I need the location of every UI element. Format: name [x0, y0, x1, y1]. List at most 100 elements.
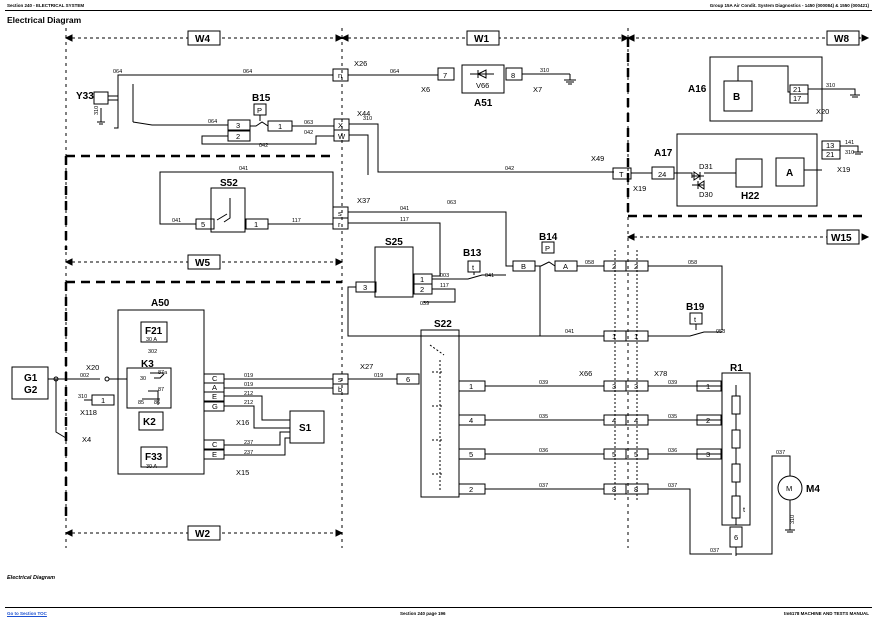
pin-17: 17	[793, 94, 801, 103]
pin-s-x27: s	[338, 375, 342, 384]
label-s1: S1	[299, 423, 312, 434]
wire-212-a: 212	[244, 391, 253, 397]
pin-b14-b: B	[521, 262, 526, 271]
wire-302: 302	[148, 349, 157, 355]
label-f21: F21	[145, 326, 163, 337]
pin-a50-c2: C	[212, 440, 218, 449]
wire-037-d: 037	[776, 450, 785, 456]
pin-b14-a: A	[563, 262, 568, 271]
pin-s: s	[338, 209, 342, 218]
pin-x78-8: 8	[634, 485, 638, 494]
f21-rating: 30 A	[146, 337, 157, 343]
pin-n: n	[338, 71, 342, 80]
conn-x7: X7	[533, 85, 542, 94]
pin-21b: 21	[826, 150, 834, 159]
b14-symbol: P	[545, 244, 550, 253]
label-s22: S22	[434, 319, 452, 330]
label-s52: S52	[220, 178, 238, 189]
wire-041-e: 041	[565, 329, 574, 335]
pin-x78-3: 3	[634, 382, 638, 391]
label-r1: R1	[730, 363, 743, 374]
wire-212-b: 212	[244, 400, 253, 406]
a16-b-label: B	[733, 92, 740, 103]
b19-symbol: t	[694, 315, 697, 324]
pin-x66-2: 2	[612, 262, 616, 271]
label-g2: G2	[24, 385, 38, 396]
wire-063-b: 063	[447, 200, 456, 206]
label-m4: M4	[806, 484, 820, 495]
header-left: Section 240 - ELECTRICAL SYSTEM	[7, 3, 85, 8]
conn-x78: X78	[654, 369, 667, 378]
pin-a50-g: G	[212, 402, 218, 411]
conn-x44: X44	[357, 109, 370, 118]
pin-w: W	[338, 132, 346, 141]
wire-041-c: 041	[400, 206, 409, 212]
wire-037-b: 037	[668, 483, 677, 489]
wire-041-b: 041	[172, 218, 181, 224]
toc-link[interactable]: Go to Section TOC	[7, 611, 47, 616]
k3-pin-30: 30	[140, 376, 146, 382]
k3-pin-85: 85	[138, 400, 144, 406]
pin-s25-2: 2	[420, 285, 424, 294]
b15-symbol: P	[257, 106, 262, 115]
pin-b15-2: 2	[236, 132, 240, 141]
k3-pin-87: 87	[158, 387, 164, 393]
r1-thermistor: t	[743, 505, 746, 514]
wire-039-b: 039	[539, 380, 548, 386]
wire-064-a: 064	[113, 69, 122, 75]
label-s25: S25	[385, 237, 403, 248]
conn-x15: X15	[236, 468, 249, 477]
wire-035-a: 035	[539, 414, 548, 420]
f33-rating: 30 A	[146, 464, 157, 470]
label-f33: F33	[145, 452, 163, 463]
wire-310-b: 310	[540, 68, 549, 74]
label-d31: D31	[699, 162, 713, 171]
header-rule	[5, 10, 872, 11]
pin-a50-e2: E	[212, 450, 217, 459]
zone-w15: W15	[831, 233, 852, 244]
pin-7: 7	[443, 71, 447, 80]
pin-8: 8	[511, 71, 515, 80]
wire-035-b: 035	[668, 414, 677, 420]
label-a50: A50	[151, 298, 170, 309]
zone-w2: W2	[195, 529, 210, 540]
wire-058-a: 058	[585, 260, 594, 266]
wire-041-d: 041	[485, 273, 494, 279]
pin-s22-6: 6	[406, 375, 410, 384]
wire-310-f: 310	[78, 394, 87, 400]
pin-t: T	[619, 170, 624, 179]
pin-13: 13	[826, 141, 834, 150]
label-k3: K3	[141, 359, 154, 370]
wire-019-b: 019	[244, 382, 253, 388]
pin-s25-3: 3	[363, 283, 367, 292]
conn-x16: X16	[236, 418, 249, 427]
label-b14: B14	[539, 232, 558, 243]
wire-237-b: 237	[244, 450, 253, 456]
k3-pin-86: 86	[154, 400, 160, 406]
pin-r1-6: 6	[734, 533, 738, 542]
pin-21: 21	[793, 85, 801, 94]
pin-x66-1: 1	[612, 332, 616, 341]
wire-064-b: 064	[243, 69, 252, 75]
pin-r: r	[338, 220, 341, 229]
conn-x19a: X19	[633, 184, 646, 193]
label-b15: B15	[252, 93, 271, 104]
label-g1: G1	[24, 373, 38, 384]
k3-pin-87a: 87a	[158, 370, 168, 376]
pin-x66-3: 3	[612, 382, 616, 391]
zone-w5: W5	[195, 258, 210, 269]
label-a16: A16	[688, 84, 707, 95]
wire-063-top: 310	[363, 116, 372, 122]
wire-117-c: 117	[440, 283, 449, 289]
wire-002: 002	[80, 373, 89, 379]
conn-x20b: X20	[86, 363, 99, 372]
m4-symbol: M	[786, 484, 792, 493]
pin-s52-5: 5	[201, 220, 205, 229]
conn-x19b: X19	[837, 165, 850, 174]
pin-a50-c: C	[212, 374, 218, 383]
wire-019-c: 019	[374, 373, 383, 379]
conn-x27: X27	[360, 362, 373, 371]
label-b13: B13	[463, 248, 482, 259]
pin-s25-1: 1	[420, 275, 424, 284]
